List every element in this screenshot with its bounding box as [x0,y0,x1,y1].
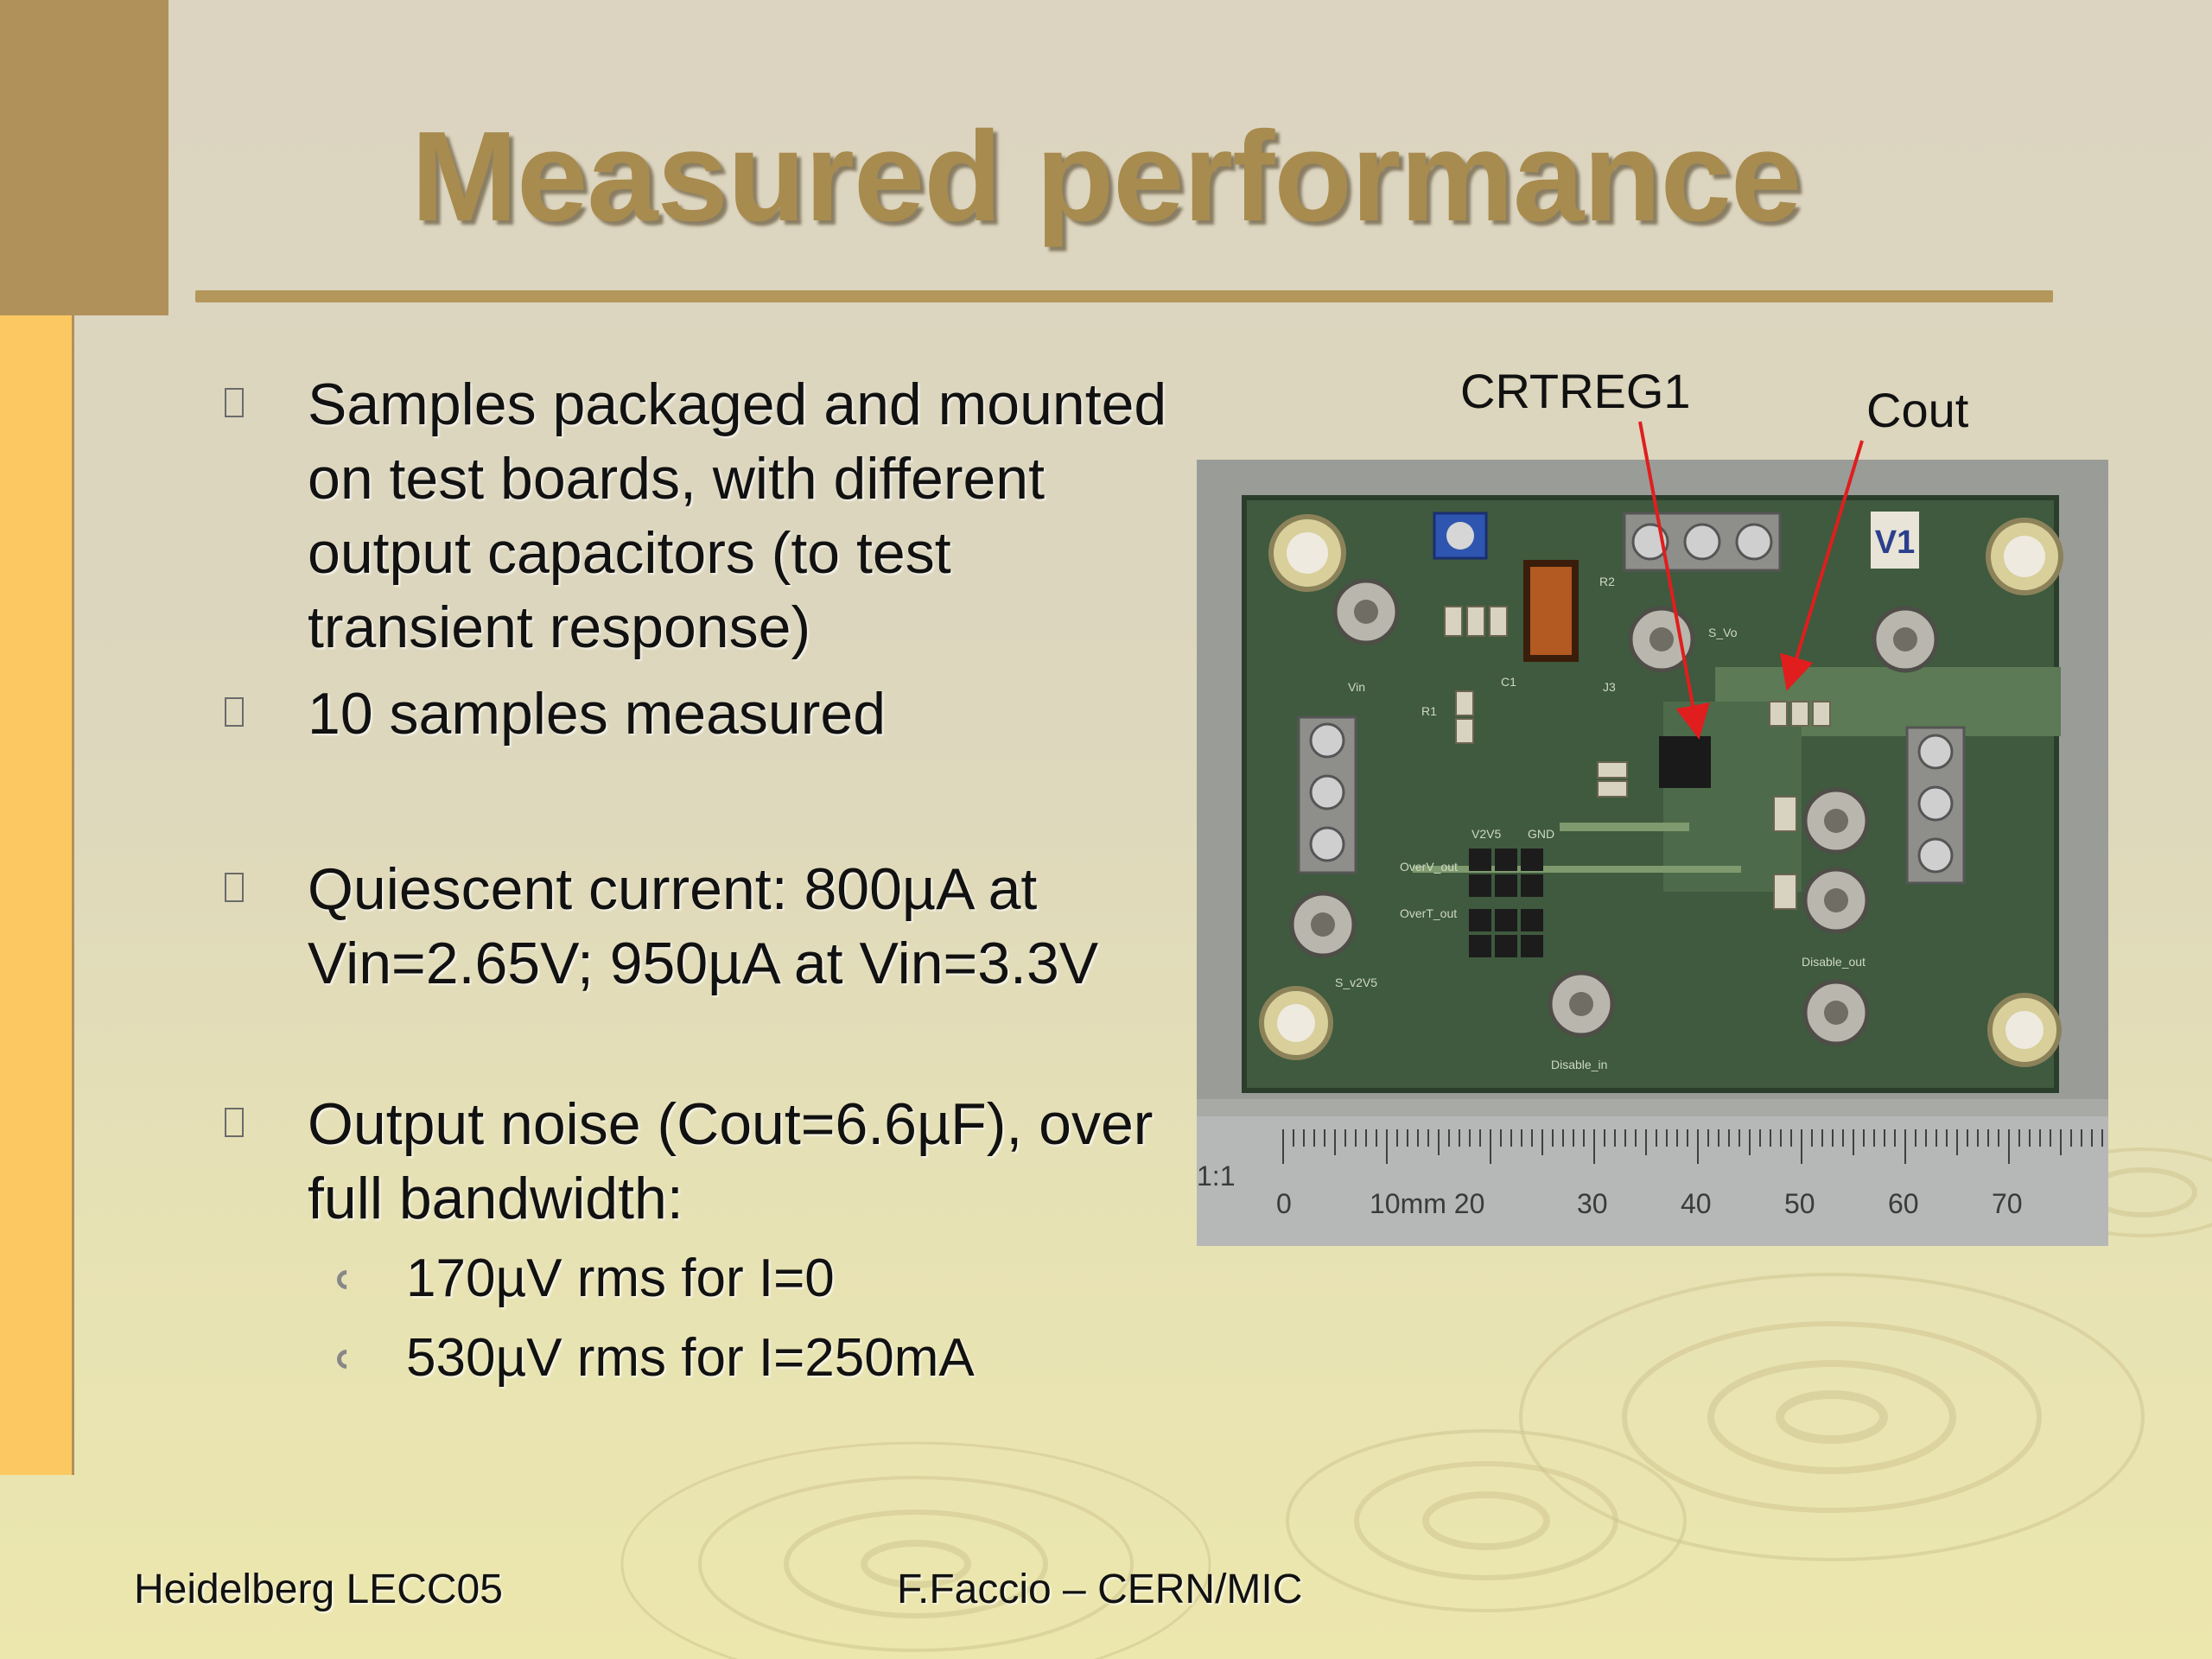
bullet-text: 10 samples measured [308,681,887,747]
bullet-text: Output noise (Cout=6.6µF), over full ban… [308,1091,1154,1231]
cout-label: Cout [1866,383,1969,437]
ruler-tick-label: 10mm 20 [1370,1188,1484,1219]
bullet-marker-icon [225,1108,244,1137]
bullet-marker-icon [225,873,244,902]
regulator-label: CRTREG1 [1460,364,1691,418]
bullet-marker-icon [225,697,244,727]
silk-label: R1 [1421,704,1437,718]
silk-label: OverT_out [1400,906,1457,920]
silk-label: Disable_in [1551,1058,1607,1071]
ruler-tick-label: 0 [1276,1188,1292,1219]
title-underline [195,290,2053,302]
bullet-marker-icon [225,388,244,417]
ruler-scale: 1:1 [1197,1160,1235,1192]
silk-label: Vin [1348,680,1365,694]
ruler-tick-label: 50 [1784,1188,1815,1219]
ruler-tick-label: 70 [1992,1188,2023,1219]
silk-label: Disable_out [1802,955,1866,969]
footer-center: F.Faccio – CERN/MIC [897,1567,1303,1612]
silk-label: GND [1528,827,1554,841]
silk-label: S_Vo [1708,626,1738,639]
sub-bullet-text: 170µV rms for I=0 [406,1249,835,1308]
side-accent-bar [0,315,74,1475]
ruler-tick-label: 40 [1681,1188,1712,1219]
silk-label: V2V5 [1471,827,1501,841]
silk-label: J3 [1603,680,1616,694]
test-board-photo: V1 Vin R1 C1 J3 R2 S_Vo V2V5 GND S_v2V5 … [1197,460,2108,1246]
board-version-mark: V1 [1875,524,1915,561]
ruler-ticks [1282,1129,2103,1164]
sub-bullet-text: 530µV rms for I=250mA [406,1328,975,1388]
silk-label: OverV_out [1400,860,1458,874]
ruler-tick-label: 30 [1577,1188,1608,1219]
silk-label: C1 [1501,675,1516,689]
footer-left: Heidelberg LECC05 [134,1567,503,1612]
ruler-tick-label: 60 [1888,1188,1919,1219]
silk-label: R2 [1599,575,1615,588]
slide-title: Measured performance [410,105,1802,248]
silk-label: S_v2V5 [1335,976,1377,989]
corner-accent-block [0,0,168,315]
bullet-text: Quiescent current: 800µA at Vin=2.65V; 9… [308,856,1099,996]
bullet-text: Samples packaged and mounted on test boa… [308,372,1167,660]
